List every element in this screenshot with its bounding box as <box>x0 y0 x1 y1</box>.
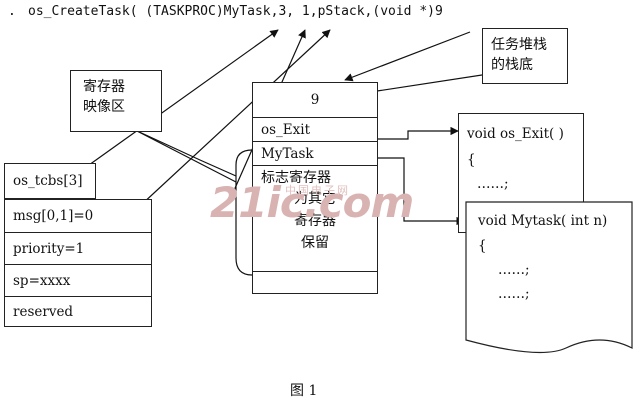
tcb-header: os_tcbs[3] <box>13 173 83 189</box>
code-mytask-line4: ……; <box>498 286 530 302</box>
stack-entry-mytask: MyTask <box>253 141 377 165</box>
watermark-logo: 21ic.com <box>210 178 414 227</box>
register-brace <box>235 149 253 276</box>
stack-entry-os-exit: os_Exit <box>253 117 377 141</box>
tcb-field-reserved: reserved <box>5 296 151 327</box>
tcb-field-sp: sp=xxxx <box>5 264 151 296</box>
callout-stack-line1: 任务堆栈 <box>491 37 547 53</box>
code-exit-line3: ……; <box>477 176 509 192</box>
watermark-cn: 中国电子网 <box>285 184 350 197</box>
callout-register-line1: 寄存器 <box>83 79 125 95</box>
stack-reg-other: 为其它 <box>294 191 336 207</box>
code-exit-line1: void os_Exit( ) <box>467 126 564 142</box>
code-page-mytask: void Mytask( int n) { ……; ……; <box>478 208 628 306</box>
stack-reg-flags: 标志寄存器 <box>253 165 377 187</box>
callout-register-image: 寄存器 映像区 <box>70 70 162 132</box>
arrow-mytask <box>378 157 465 226</box>
code-mytask-line3: ……; <box>498 262 530 278</box>
arrow-os-exit <box>378 126 459 140</box>
callout-stack-line2: 的栈底 <box>491 57 533 73</box>
stack-divider <box>253 271 377 272</box>
figure-caption: 图 1 <box>290 383 318 399</box>
callout-pointer-register-2 <box>134 129 237 183</box>
callout-stack-bottom: 任务堆栈 的栈底 <box>482 28 568 84</box>
stack-top-value: 9 <box>310 92 320 108</box>
tcb-field-priority: priority=1 <box>5 232 151 264</box>
code-exit-line2: { <box>467 152 476 168</box>
tcb-header-box: os_tcbs[3] <box>4 163 96 199</box>
arrow-tcb-to-taskid <box>81 29 279 171</box>
stack-reg-reserved: 保留 <box>301 235 329 251</box>
callout-pointer-register <box>134 129 237 177</box>
create-task-call: os_CreateTask( (TASKPROC)MyTask,3, 1,pSt… <box>28 4 443 19</box>
tcb-fields-box: msg[0,1]=0 priority=1 sp=xxxx reserved <box>4 199 152 327</box>
code-prefix: . <box>8 4 16 19</box>
code-mytask-line2: { <box>478 238 487 254</box>
stack-reg-registers: 寄存器 <box>294 213 336 229</box>
tcb-field-msg: msg[0,1]=0 <box>13 208 94 224</box>
arrow-param-to-stack-top <box>344 31 471 82</box>
code-mytask-line1: void Mytask( int n) <box>478 213 608 229</box>
callout-register-line2: 映像区 <box>83 99 125 115</box>
task-stack: 9 os_Exit MyTask 标志寄存器 为其它 寄存器 保留 <box>252 82 378 294</box>
